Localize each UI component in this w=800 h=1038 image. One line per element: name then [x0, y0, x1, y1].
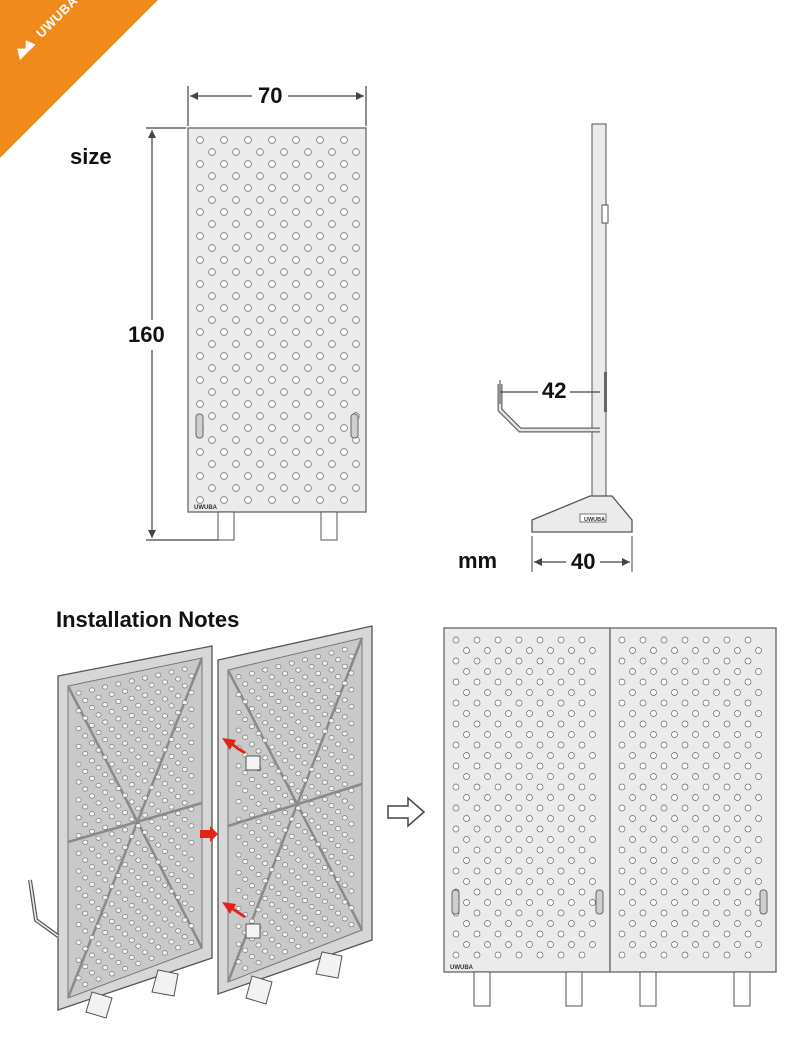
direction-arrow-icon [387, 796, 426, 828]
perspective-panel-left [28, 645, 213, 1019]
peg-holes [196, 136, 360, 504]
svg-text:UWUBA: UWUBA [450, 965, 474, 971]
unit-label: mm [458, 548, 498, 573]
perspective-panel-right [217, 625, 373, 1005]
width-dimension: 70 [252, 83, 289, 109]
front-view-diagram: UWUBA UWUBA [146, 86, 633, 572]
size-label: size [70, 144, 112, 169]
panel-foot [320, 511, 338, 541]
height-dimension: 160 [128, 320, 165, 350]
connector-clip [245, 923, 261, 939]
pegboard-panel [187, 127, 367, 513]
installation-title: Installation Notes [56, 607, 240, 632]
panel-foot [217, 511, 235, 541]
connector-arrow-icon [200, 738, 246, 918]
hook-dimension: 42 [538, 378, 571, 404]
base-dimension: 40 [566, 549, 601, 575]
panel-stamp: UWUBA [194, 505, 218, 511]
svg-text:UWUBA: UWUBA [584, 517, 605, 523]
connector-clip [245, 755, 261, 771]
brand-logo-icon [17, 40, 36, 60]
brand-corner [0, 0, 158, 158]
assembled-panels: UWUBA [443, 627, 777, 1007]
